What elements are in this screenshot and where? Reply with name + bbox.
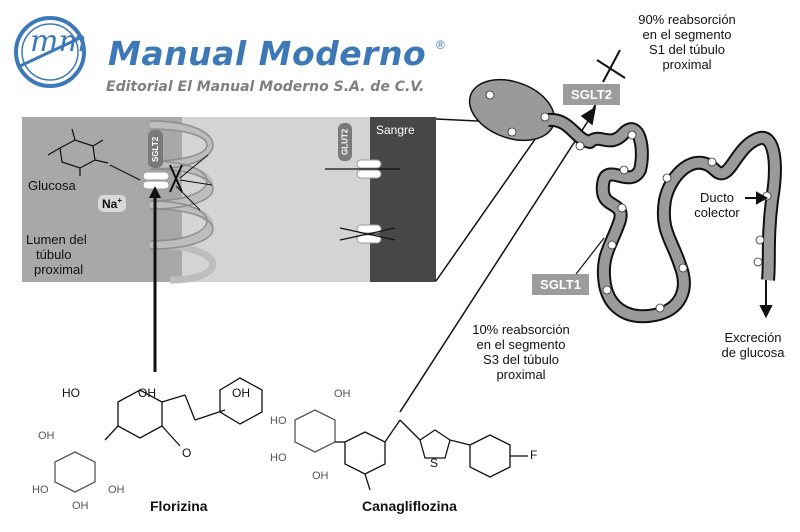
glut2-transporter-label: GLUT2 bbox=[338, 123, 352, 161]
note-line: S1 del túbulo bbox=[649, 42, 725, 57]
atom-label: HO bbox=[32, 484, 49, 496]
brand-title: Manual Moderno bbox=[108, 34, 427, 73]
canagliflozina-name: Canagliflozina bbox=[362, 498, 457, 514]
note-line: en el segmento bbox=[642, 27, 732, 42]
label-line: Ducto bbox=[700, 190, 734, 205]
s3-reabsorption-note: 10% reabsorción en el segmento S3 del tú… bbox=[456, 322, 586, 382]
label-line: colector bbox=[694, 205, 740, 220]
registered-mark: ® bbox=[436, 38, 445, 52]
label-line: Excreción bbox=[724, 330, 782, 345]
atom-label: OH bbox=[38, 430, 55, 442]
atom-label: O bbox=[182, 446, 192, 460]
atom-label: HO bbox=[270, 452, 287, 464]
collector-duct-label: Ducto colector bbox=[682, 190, 752, 220]
sglt1-label-box: SGLT1 bbox=[532, 274, 589, 295]
atom-label: HO bbox=[62, 386, 80, 400]
sglt2-transporter-label: SGLT2 bbox=[148, 130, 163, 168]
atom-label: OH bbox=[138, 386, 156, 400]
sodium-ion-label: Na+ bbox=[98, 195, 127, 212]
florizina-structure bbox=[54, 377, 263, 493]
note-line: S3 del túbulo bbox=[483, 352, 559, 367]
sglt2-channel bbox=[142, 164, 183, 193]
sglt2-label-box: SGLT2 bbox=[563, 84, 620, 105]
lumen-label-line: túbulo bbox=[36, 247, 72, 262]
note-line: 10% reabsorción bbox=[472, 322, 570, 337]
label-line: de glucosa bbox=[721, 345, 785, 360]
nephron-tubule bbox=[468, 78, 782, 324]
note-line: en el segmento bbox=[476, 337, 566, 352]
canagliflozina-structure bbox=[294, 409, 528, 491]
sodium-symbol: Na bbox=[102, 197, 118, 211]
atom-label: OH bbox=[232, 386, 250, 400]
cell-arrows bbox=[175, 154, 213, 211]
blood-label: Sangre bbox=[376, 123, 415, 137]
atom-label: OH bbox=[312, 470, 329, 482]
florizina-name: Florizina bbox=[150, 498, 208, 514]
atom-label: F bbox=[530, 448, 538, 462]
brand-subtitle: Editorial El Manual Moderno S.A. de C.V. bbox=[106, 79, 425, 95]
glucose-excretion-label: Excreción de glucosa bbox=[708, 330, 798, 360]
atom-label: HO bbox=[270, 415, 287, 427]
atom-label: OH bbox=[108, 484, 125, 496]
atom-label: OH bbox=[72, 500, 89, 512]
note-line: proximal bbox=[496, 367, 546, 382]
logo-letters: mm bbox=[30, 24, 87, 59]
atom-label: OH bbox=[334, 388, 351, 400]
sodium-charge: + bbox=[117, 196, 123, 205]
s1-reabsorption-note: 90% reabsorción en el segmento S1 del tú… bbox=[622, 12, 752, 72]
glut2-channel bbox=[325, 159, 400, 244]
glucose-label: Glucosa bbox=[28, 178, 76, 193]
lumen-label-line: proximal bbox=[34, 262, 84, 277]
glucose-molecule bbox=[47, 128, 141, 181]
note-line: proximal bbox=[662, 57, 712, 72]
note-line: 90% reabsorción bbox=[638, 12, 736, 27]
atom-label: S bbox=[430, 456, 439, 470]
florizina-inhibition-arrow bbox=[149, 186, 161, 372]
logo-icon bbox=[14, 16, 86, 88]
lumen-label: Lumen del túbulo proximal bbox=[26, 232, 87, 277]
lumen-label-line: Lumen del bbox=[26, 232, 87, 247]
